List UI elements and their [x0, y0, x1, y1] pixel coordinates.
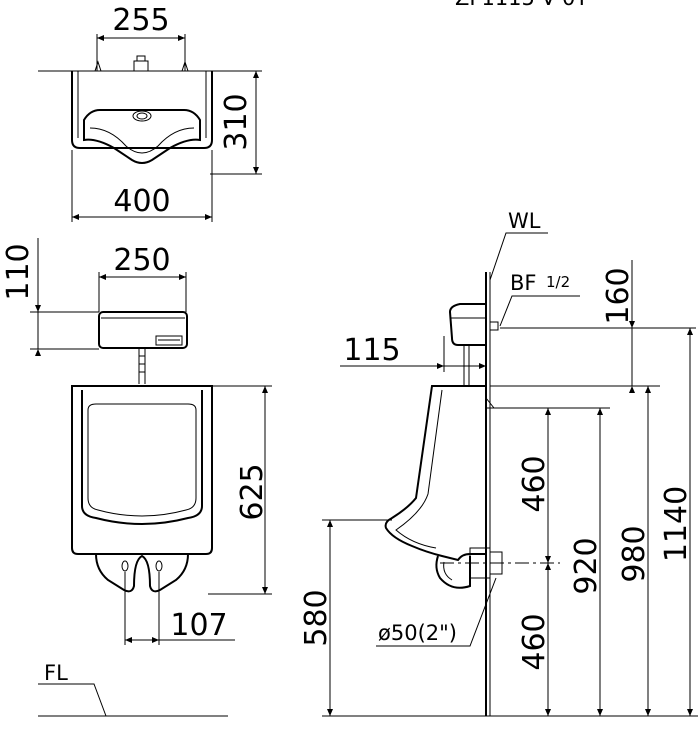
- dim-top-400: 400: [113, 184, 170, 219]
- supply-label: BF: [510, 271, 537, 295]
- dim-projection-115: 115: [343, 333, 400, 368]
- top-view: 255 310 400: [38, 3, 262, 222]
- header-fragment-text: ZF1115-V-0Y: [455, 0, 588, 10]
- dim-bowl-625: 625: [235, 463, 270, 520]
- side-view: WL BF 1/2 160 115 580: [299, 209, 698, 717]
- dim-lip-580: 580: [299, 589, 334, 646]
- dim-1140: 1140: [659, 486, 694, 562]
- dim-top-255: 255: [112, 3, 169, 38]
- dim-tank-250: 250: [113, 243, 170, 278]
- dim-upper-460: 460: [517, 455, 552, 512]
- dim-lower-460: 460: [517, 613, 552, 670]
- front-view: 250 110 625 107: [1, 238, 272, 645]
- floor-label: FL: [44, 661, 68, 685]
- floor-label-group: FL: [38, 661, 228, 717]
- wall-line-label: WL: [508, 209, 541, 233]
- drain-diameter-label: ø50(2"): [378, 621, 457, 645]
- dim-tank-110: 110: [1, 243, 36, 300]
- dim-920: 920: [569, 537, 604, 594]
- supply-size-label: 1/2: [546, 273, 570, 291]
- dim-top-310: 310: [219, 93, 254, 150]
- dim-outlet-107: 107: [170, 608, 227, 643]
- dim-980: 980: [617, 525, 652, 582]
- header-fragment: ZF1115-V-0Y: [455, 0, 588, 10]
- dim-supply-160: 160: [601, 267, 636, 324]
